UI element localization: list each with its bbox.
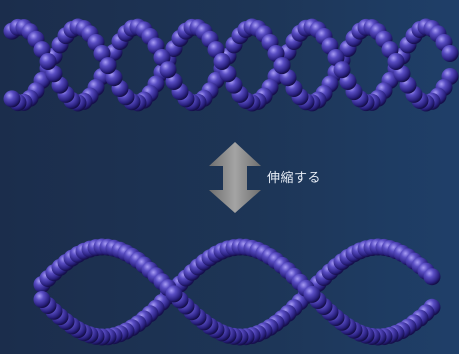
strand-2-bead — [303, 285, 321, 303]
strand-1-bead — [99, 57, 117, 75]
stretch-arrow-icon — [209, 142, 261, 213]
strand-1-bead — [213, 53, 231, 70]
strand-1-bead — [333, 61, 351, 79]
stretch-label: 伸縮する — [267, 171, 322, 186]
strand-1-bead — [423, 268, 441, 286]
strand-2-bead — [273, 57, 291, 75]
stretched-helix — [33, 238, 441, 346]
strand-2-bead — [159, 61, 177, 79]
strand-2-bead — [387, 53, 405, 70]
strand-2-bead — [33, 291, 51, 308]
strand-1-bead — [165, 285, 183, 303]
strand-1-bead — [3, 90, 21, 108]
strand-1-bead — [441, 45, 459, 62]
strand-2-bead — [39, 53, 57, 70]
tight-helix — [3, 18, 459, 112]
